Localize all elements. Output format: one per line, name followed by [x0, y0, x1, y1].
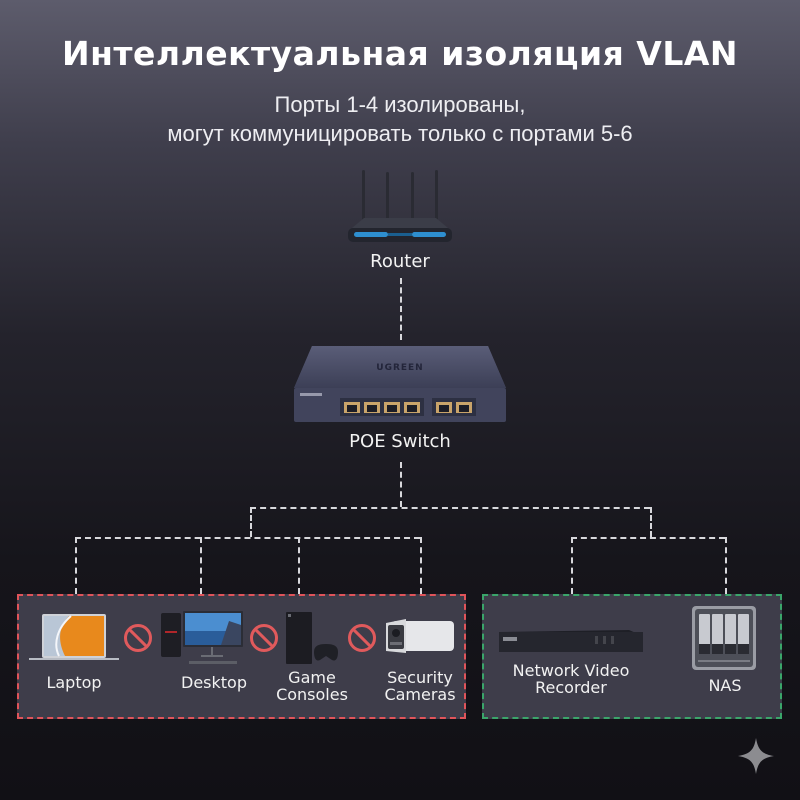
security-camera-icon [384, 617, 454, 657]
subtitle-line-1: Порты 1-4 изолированы, [274, 92, 526, 117]
switch-label: POE Switch [349, 431, 451, 452]
connector-left-drop [250, 507, 252, 537]
connector-left-bus [75, 537, 420, 539]
router-label: Router [370, 251, 430, 272]
game-console-icon [284, 612, 340, 666]
connector-camera [420, 537, 422, 594]
connector-right-drop [650, 507, 652, 537]
security-camera-label-line2: Cameras [384, 684, 456, 704]
nvr-icon [499, 624, 643, 654]
connector-nas [725, 537, 727, 594]
no-entry-icon [348, 624, 376, 652]
connector-main-split [250, 507, 650, 509]
sparkle-icon [736, 736, 776, 776]
game-console-label: Game Consoles [270, 668, 354, 704]
connector-console [298, 537, 300, 594]
security-camera-label-line1: Security [387, 668, 453, 687]
poe-switch-icon: UGREEN [292, 342, 508, 426]
nas-label: NAS [708, 676, 742, 695]
connector-desktop [200, 537, 202, 594]
laptop-icon [29, 612, 119, 662]
page-title: Интеллектуальная изоляция VLAN [61, 34, 739, 73]
nvr-label-line1: Network Video [512, 661, 630, 680]
connector-right-bus [571, 537, 725, 539]
connector-router-switch [400, 278, 402, 340]
security-camera-label: Security Cameras [378, 668, 462, 704]
nas-icon [692, 606, 756, 670]
no-entry-icon [124, 624, 152, 652]
game-console-label-line2: Consoles [276, 684, 348, 704]
game-console-label-line1: Game [288, 668, 336, 687]
connector-laptop [75, 537, 77, 594]
desktop-label: Desktop [181, 673, 247, 692]
nvr-label-line2: Recorder [535, 677, 607, 697]
nvr-label: Network Video Recorder [496, 661, 646, 697]
connector-switch-trunk [400, 462, 402, 507]
router-icon [344, 168, 456, 250]
laptop-label: Laptop [46, 673, 102, 692]
no-entry-icon [250, 624, 278, 652]
connector-nvr [571, 537, 573, 594]
desktop-icon [161, 611, 245, 669]
switch-brand: UGREEN [376, 363, 423, 373]
subtitle-line-2: могут коммуницировать только с портами 5… [167, 121, 633, 146]
